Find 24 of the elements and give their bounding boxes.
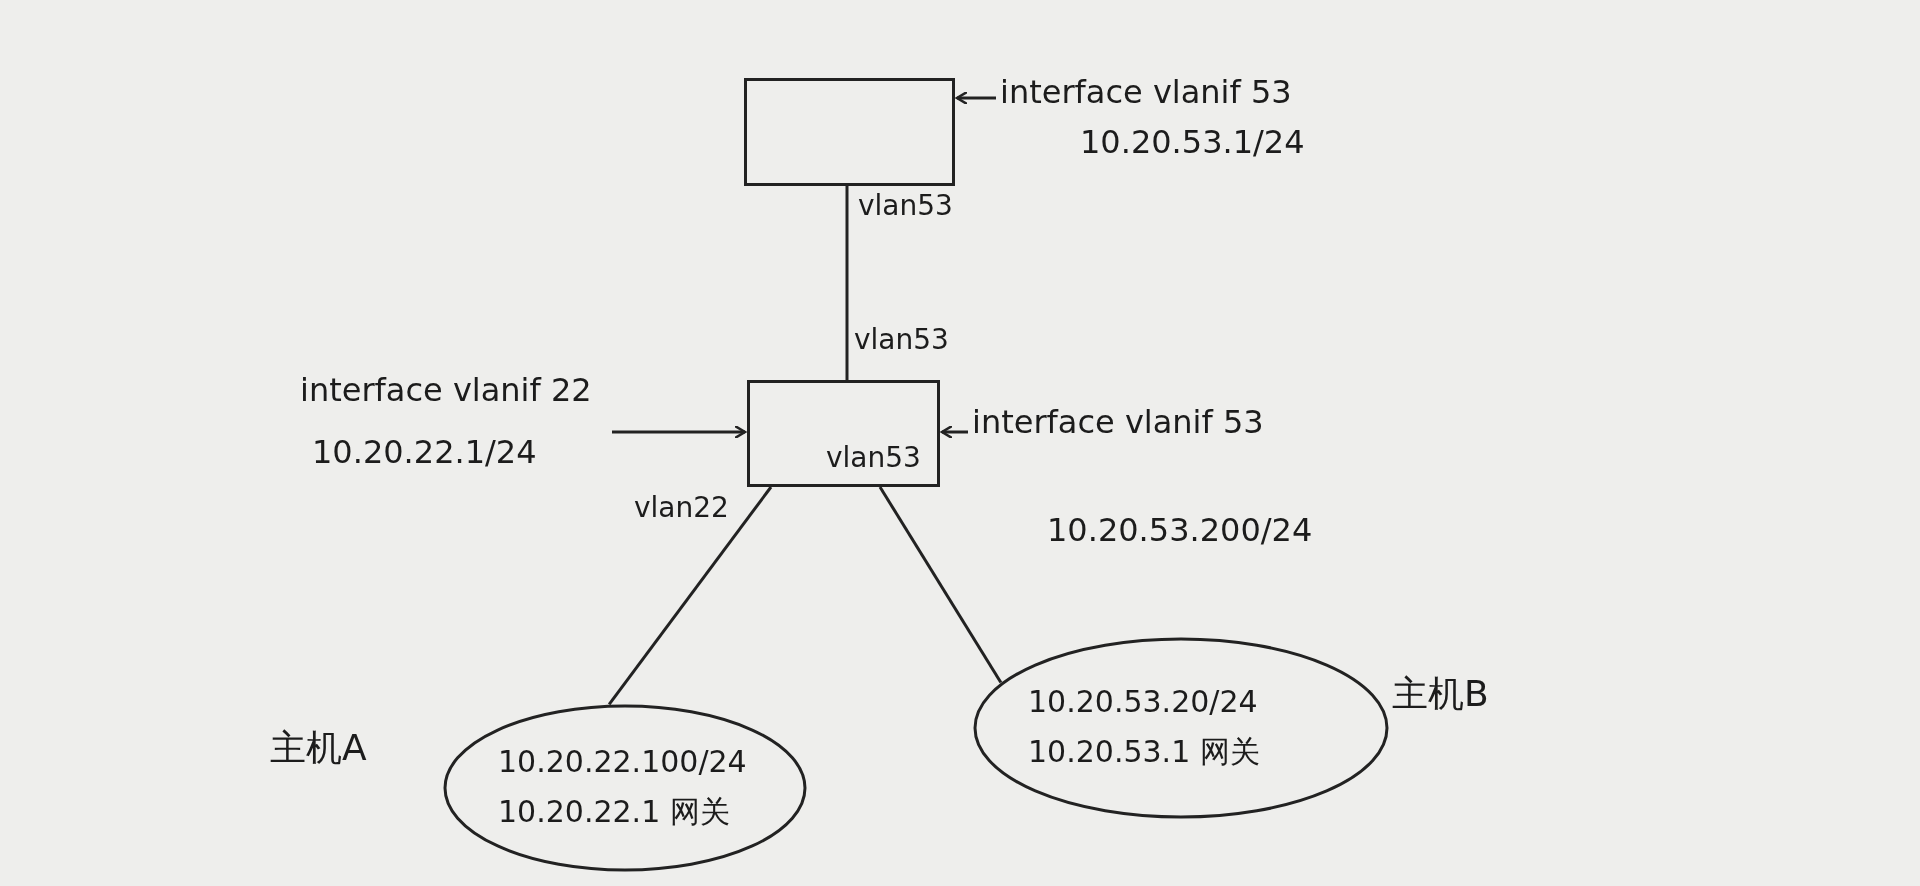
leader-arrow: [955, 90, 996, 106]
ip-address-text: 10.20.22.1/24: [312, 434, 537, 470]
switch-box: [744, 78, 955, 186]
ip-address-text: 10.20.53.200/24: [1047, 512, 1313, 548]
ip-address-text: 10.20.22.100/24: [498, 744, 747, 780]
host-name: 主机B: [1392, 676, 1489, 712]
host-name: 主机A: [270, 730, 367, 766]
leader-arrow: [612, 424, 747, 440]
interface-text: interface vlanif 53: [1000, 74, 1292, 110]
gateway-text: 10.20.53.1 网关: [1028, 734, 1260, 770]
port-label: vlan53: [858, 188, 953, 224]
gateway-text: 10.20.22.1 网关: [498, 794, 730, 830]
switch-box: [747, 380, 940, 487]
ip-address-text: 10.20.53.1/24: [1080, 124, 1305, 160]
interface-text: interface vlanif 22: [300, 372, 592, 408]
interface-text: interface vlanif 53: [972, 404, 1264, 440]
link-line: [878, 486, 1003, 684]
link-line: [845, 186, 849, 380]
link-line: [607, 486, 773, 706]
port-label: vlan53: [854, 322, 949, 358]
port-label: vlan22: [634, 490, 729, 526]
leader-arrow: [940, 424, 968, 440]
ip-address-text: 10.20.53.20/24: [1028, 684, 1258, 720]
port-label: vlan53: [826, 440, 921, 476]
